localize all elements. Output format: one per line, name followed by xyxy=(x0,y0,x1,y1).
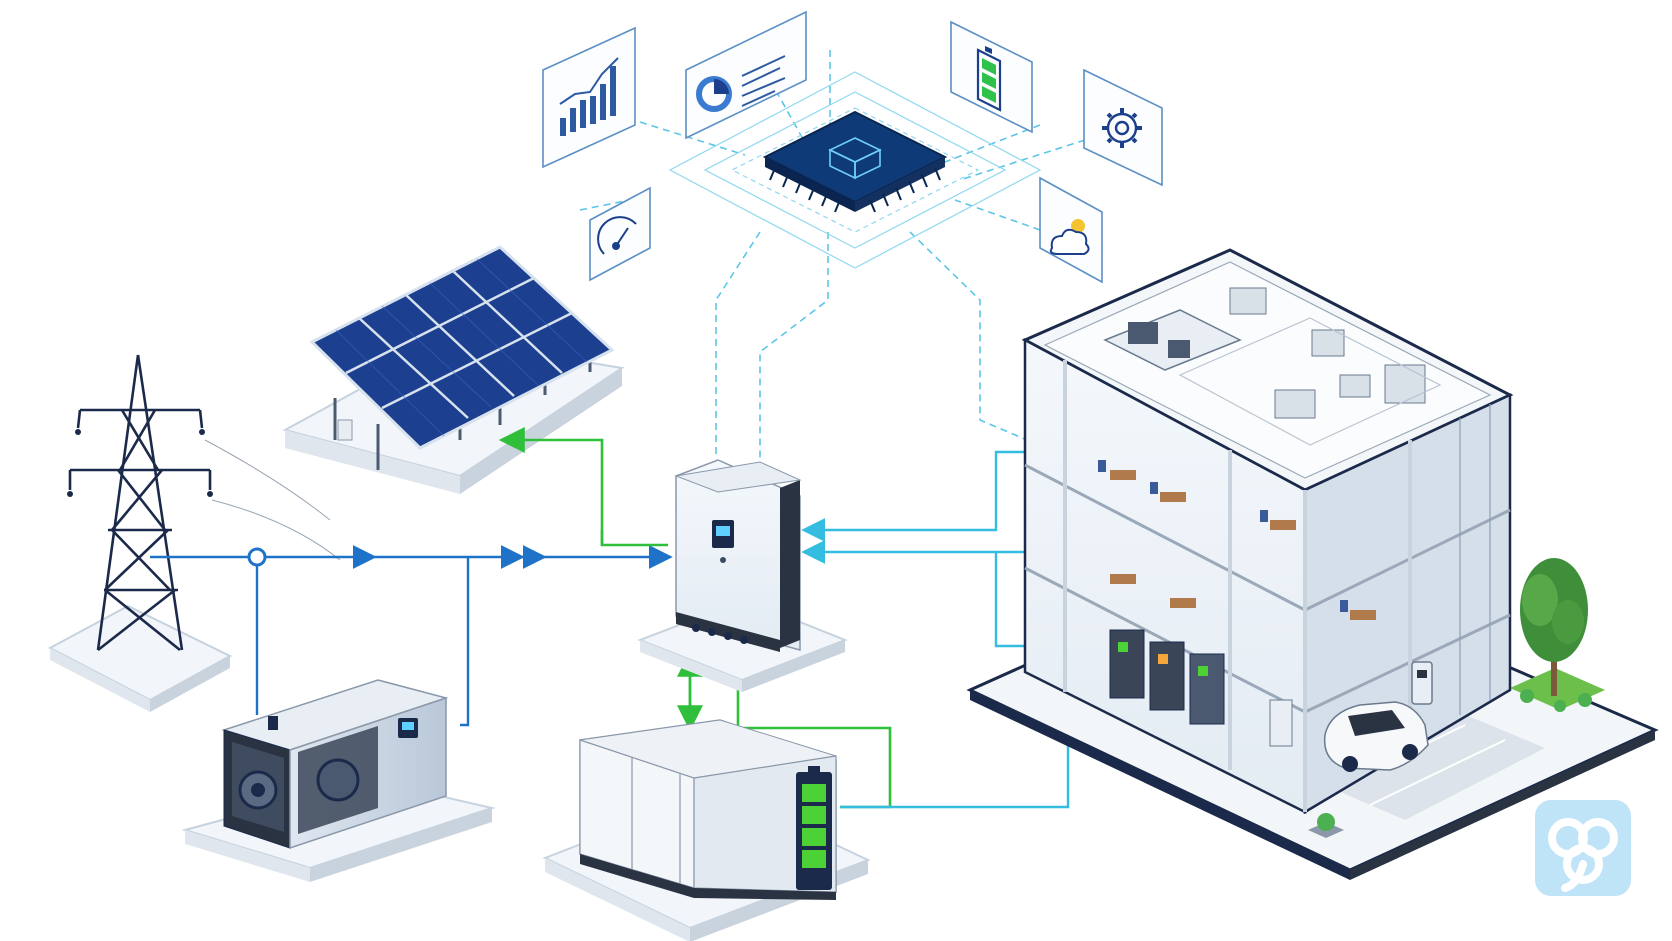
battery-icon xyxy=(976,46,1002,112)
inverter xyxy=(637,459,848,692)
car-icon xyxy=(1323,701,1429,772)
gear-icon xyxy=(1102,108,1142,148)
grid-junction xyxy=(247,547,267,567)
battery-storage xyxy=(542,719,871,941)
bar-chart-icon xyxy=(559,57,619,136)
planter xyxy=(1308,813,1344,838)
card-performance xyxy=(589,186,651,282)
transmission-tower-icon xyxy=(68,354,212,652)
generator-icon xyxy=(221,679,449,850)
tree-icon xyxy=(1520,558,1588,696)
card-settings xyxy=(1083,68,1163,187)
solar-array xyxy=(282,245,625,494)
tree xyxy=(1520,558,1592,712)
card-battery-level xyxy=(950,20,1033,134)
diesel-generator xyxy=(181,679,496,882)
dashed-control-lines xyxy=(579,50,1086,460)
grid-power-lines xyxy=(150,545,673,727)
power-tower xyxy=(47,354,341,712)
controller-chip xyxy=(762,110,948,213)
card-analytics xyxy=(542,26,636,169)
weather-icon xyxy=(1049,219,1090,255)
microchip-icon xyxy=(828,137,882,180)
gauge-icon xyxy=(597,216,637,255)
chip-glow-rings xyxy=(668,71,1042,269)
ev-charger xyxy=(1411,661,1433,705)
electric-car xyxy=(1323,701,1429,772)
inverter-icon xyxy=(674,459,802,652)
commercial-building xyxy=(966,248,1659,880)
card-dashboard xyxy=(685,10,807,140)
solar-panel-icon xyxy=(309,245,615,450)
clover-logo-icon xyxy=(1535,800,1631,896)
battery-cabinet-icon xyxy=(579,719,837,900)
pie-report-icon xyxy=(696,55,786,112)
card-weather xyxy=(1039,176,1103,284)
